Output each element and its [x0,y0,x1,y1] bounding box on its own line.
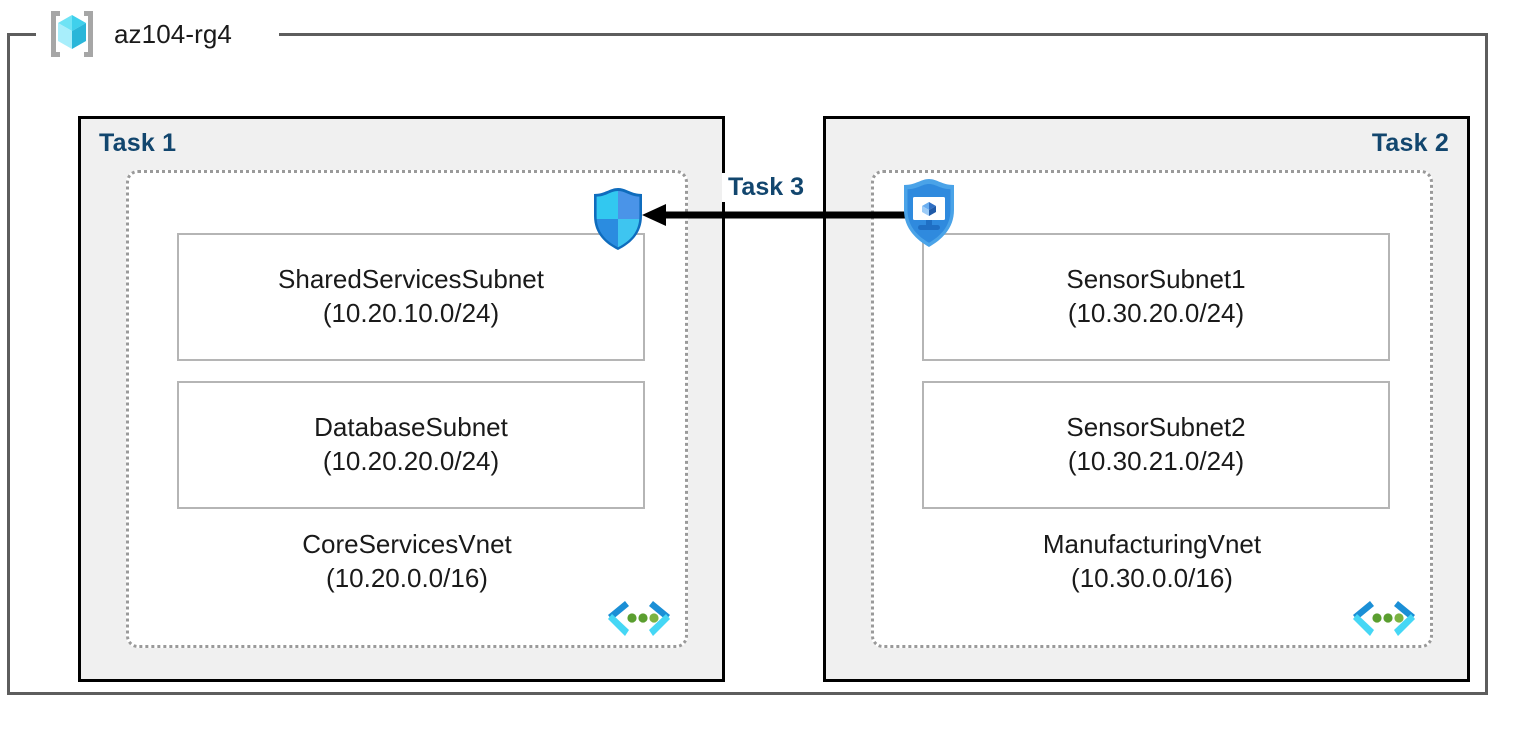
subnet-sensor-1: SensorSubnet1 (10.30.20.0/24) [922,233,1390,361]
resource-group-frame [7,33,1488,695]
subnet-cidr: (10.30.20.0/24) [1067,298,1245,328]
virtual-network-icon [1348,597,1420,641]
subnet-name: SensorSubnet2 [1066,412,1246,443]
vnet-manufacturing: SensorSubnet1 (10.30.20.0/24) SensorSubn… [871,170,1433,648]
resource-group-cube-icon [44,8,100,60]
virtual-network-icon [603,597,675,641]
network-security-group-shield-icon [586,186,650,252]
task-3-label: Task 3 [722,173,810,202]
vnet-name: ManufacturingVnet [1042,529,1262,559]
resource-group-frame-title-gap [36,26,279,40]
subnet-name: SensorSubnet1 [1066,264,1246,295]
bastion-shield-icon [896,177,962,249]
resource-group-header: az104-rg4 [44,8,232,60]
subnet-shared-services: SharedServicesSubnet (10.20.10.0/24) [177,233,645,361]
subnet-sensor-2: SensorSubnet2 (10.30.21.0/24) [922,381,1390,509]
task-1-label: Task 1 [99,129,177,157]
subnet-database: DatabaseSubnet (10.20.20.0/24) [177,381,645,509]
subnet-cidr: (10.30.21.0/24) [1067,446,1245,476]
subnet-name: SharedServicesSubnet [278,264,544,295]
subnet-cidr: (10.20.10.0/24) [322,298,500,328]
resource-group-name: az104-rg4 [114,18,232,49]
vnet-name: CoreServicesVnet [302,529,512,559]
subnet-name: DatabaseSubnet [314,412,508,443]
task-3-arrow [640,200,908,230]
vnet-footer: ManufacturingVnet (10.30.0.0/16) [874,528,1430,596]
vnet-cidr: (10.20.0.0/16) [326,562,488,593]
vnet-cidr: (10.30.0.0/16) [1071,562,1233,593]
vnet-footer: CoreServicesVnet (10.20.0.0/16) [129,528,685,596]
vnet-core-services: SharedServicesSubnet (10.20.10.0/24) Dat… [126,170,688,648]
subnet-cidr: (10.20.20.0/24) [322,446,500,476]
task-2-label: Task 2 [1371,129,1449,157]
